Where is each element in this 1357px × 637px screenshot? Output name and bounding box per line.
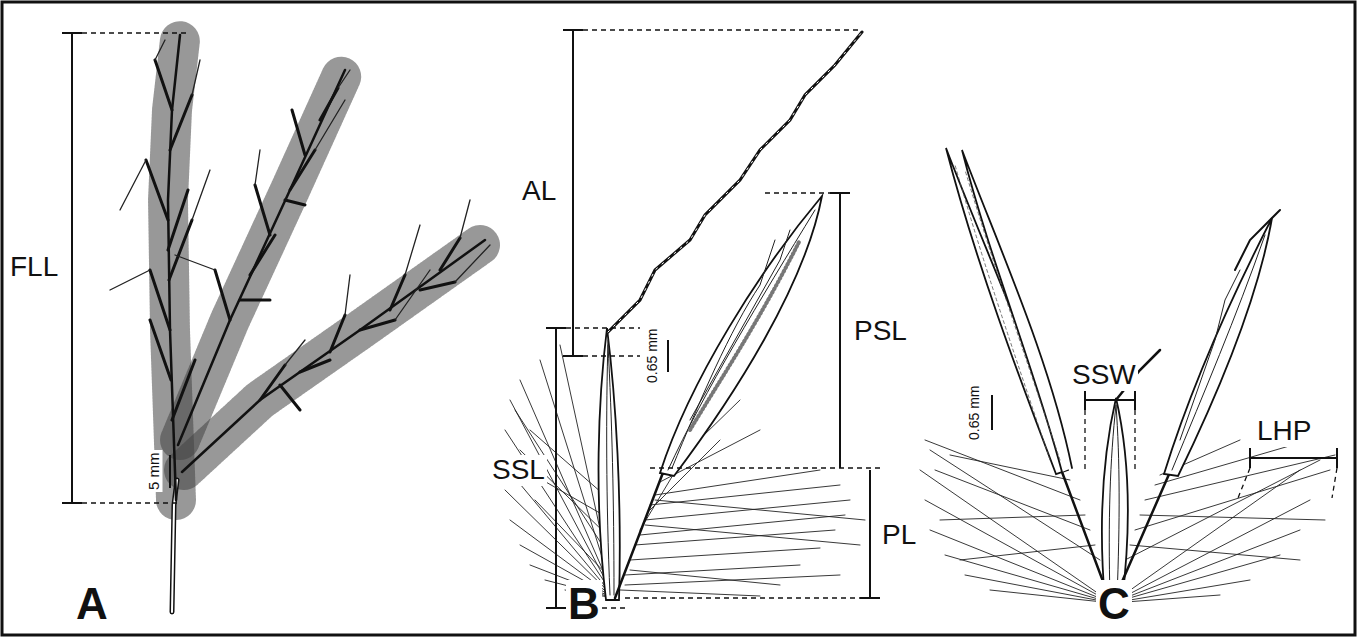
dimension-label: SSL [490,455,547,486]
dimension-label: SSW [1070,360,1138,391]
dimension-label: PSL [852,316,909,347]
dimension-lines [62,33,190,503]
panicle-drawing [110,35,490,612]
panel-letter: B [566,580,602,628]
scale-label: 5 mm [146,450,163,492]
scale-label: 0.65 mm [966,384,981,442]
panel-letter: A [74,580,110,628]
dimension-label: AL [520,176,558,207]
spikelet-drawing [500,32,865,600]
dimension-label: FLL [8,252,60,283]
dimension-label: PL [880,520,918,551]
panel-letter: C [1096,580,1132,628]
dimension-lines [992,390,1337,498]
dimension-lines [546,30,880,608]
scale-label: 0.65 mm [644,327,659,385]
spikelet-pair-drawing [920,148,1335,603]
dimension-label: LHP [1255,416,1313,447]
